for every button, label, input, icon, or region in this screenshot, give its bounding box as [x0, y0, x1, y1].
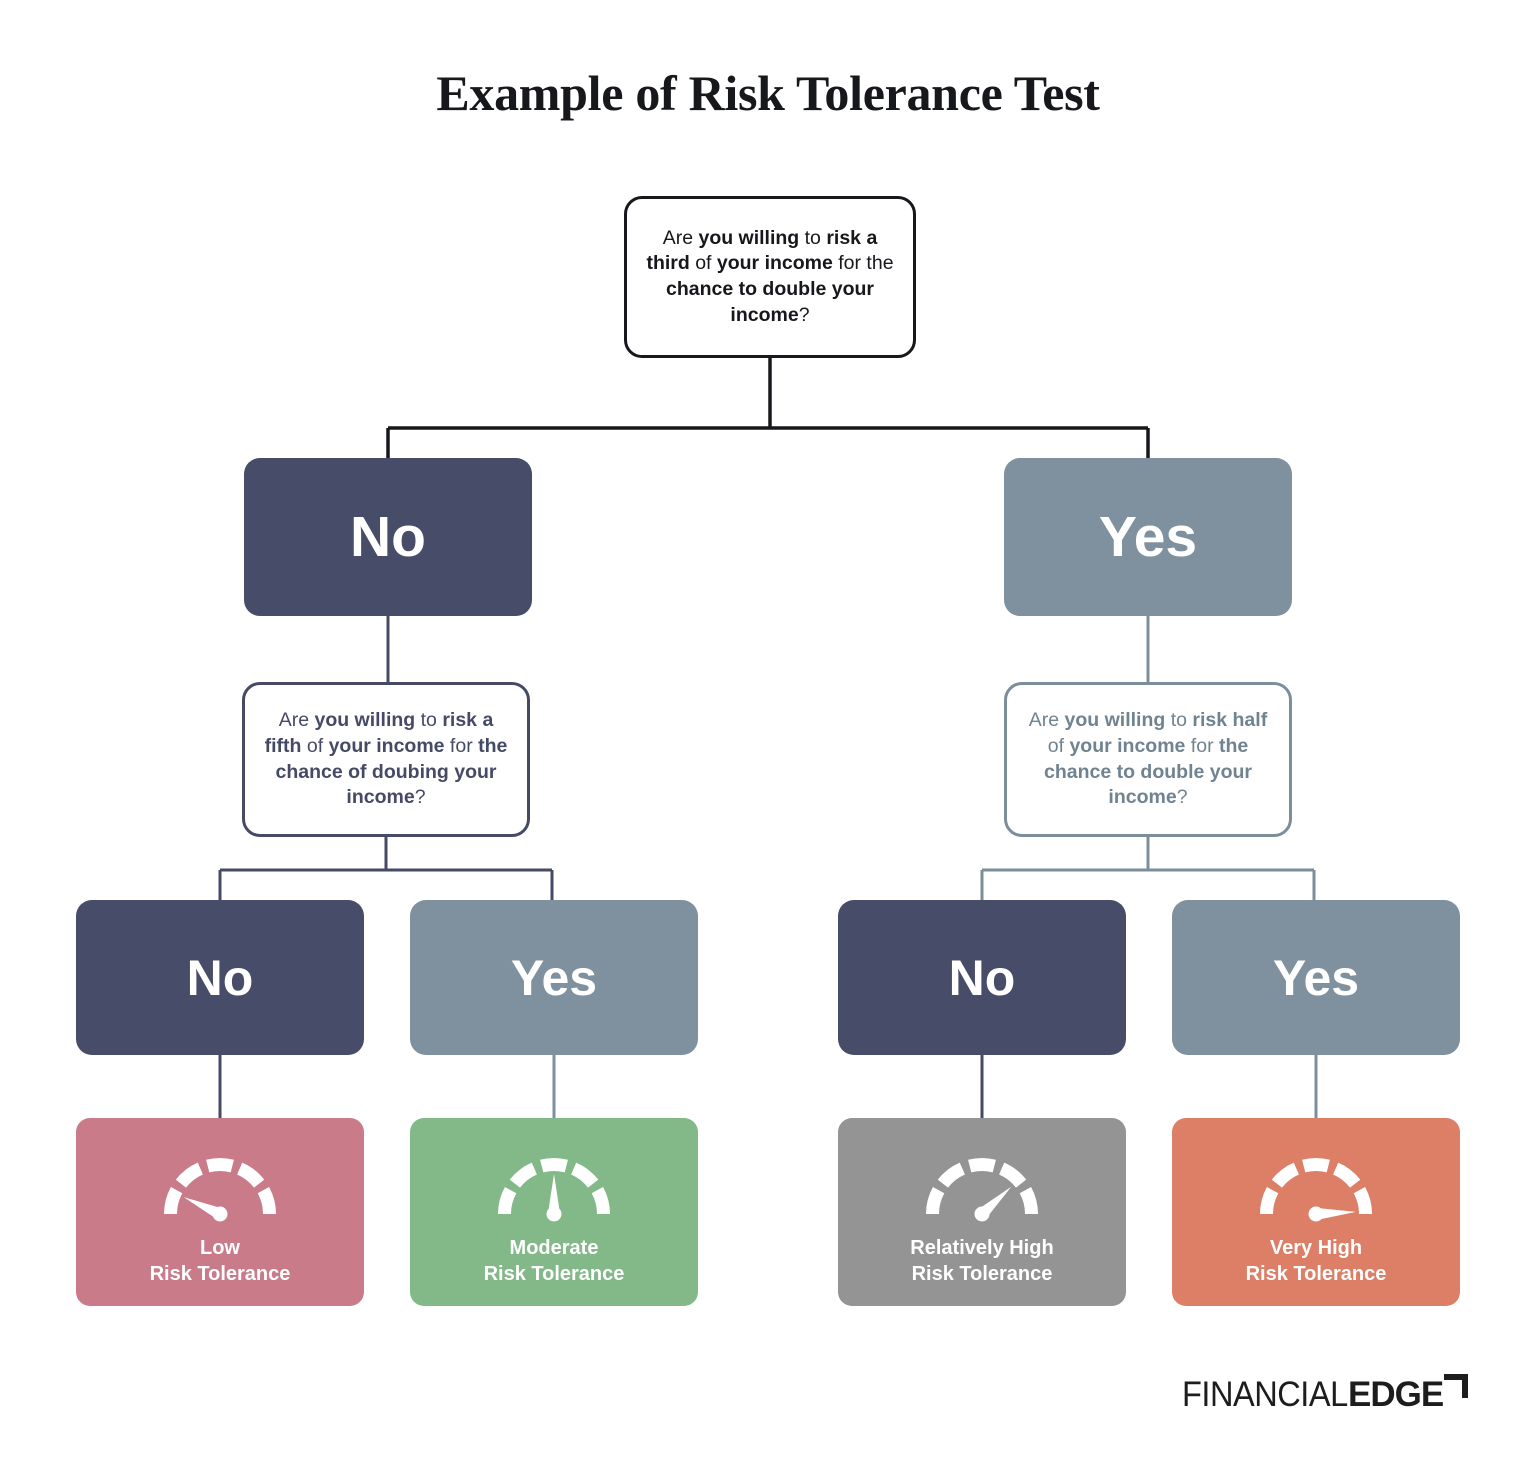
answer-label: Yes: [1272, 949, 1360, 1006]
answer-no-level1[interactable]: No: [244, 458, 532, 616]
answer-yes-left[interactable]: Yes: [410, 900, 698, 1055]
page-title: Example of Risk Tolerance Test: [436, 65, 1100, 121]
result-label: Relatively High Risk Tolerance: [910, 1237, 1054, 1285]
gauge-icon: [1260, 1158, 1372, 1222]
right-followup-question-text: Are you willing to risk half of your inc…: [1028, 709, 1268, 809]
root-question-text: Are you willing to risk a third of your …: [646, 226, 894, 326]
financial-edge-logo: FINANCIAL EDGE: [1182, 1374, 1468, 1414]
answer-no-right[interactable]: No: [838, 900, 1126, 1055]
gauge-icon: [926, 1158, 1038, 1222]
answer-yes-level1[interactable]: Yes: [1004, 458, 1292, 616]
logo-thin-text: FINANCIAL: [1182, 1375, 1348, 1414]
result-label: Low Risk Tolerance: [149, 1237, 291, 1285]
gauge-icon: [164, 1158, 276, 1222]
root-question-box: Are you willing to risk a third of your …: [624, 196, 916, 358]
logo-corner-mark: [1444, 1374, 1468, 1398]
answer-yes-right[interactable]: Yes: [1172, 900, 1460, 1055]
result-low: Low Risk Tolerance: [76, 1118, 364, 1306]
answer-no-left[interactable]: No: [76, 900, 364, 1055]
logo-bold-text: EDGE: [1348, 1375, 1443, 1414]
answer-label: No: [186, 949, 254, 1006]
left-followup-question-box: Are you willing to risk a fifth of your …: [242, 682, 530, 837]
answer-label: Yes: [510, 949, 598, 1006]
answer-label: No: [350, 505, 426, 569]
result-label: Very High Risk Tolerance: [1245, 1237, 1387, 1285]
result-very-high: Very High Risk Tolerance: [1172, 1118, 1460, 1306]
result-moderate: Moderate Risk Tolerance: [410, 1118, 698, 1306]
answer-label: No: [948, 949, 1016, 1006]
gauge-icon: [498, 1158, 610, 1222]
result-relatively-high: Relatively High Risk Tolerance: [838, 1118, 1126, 1306]
left-followup-question-text: Are you willing to risk a fifth of your …: [264, 709, 508, 809]
answer-label: Yes: [1098, 505, 1198, 569]
result-label: Moderate Risk Tolerance: [483, 1237, 625, 1285]
right-followup-question-box: Are you willing to risk half of your inc…: [1004, 682, 1292, 837]
